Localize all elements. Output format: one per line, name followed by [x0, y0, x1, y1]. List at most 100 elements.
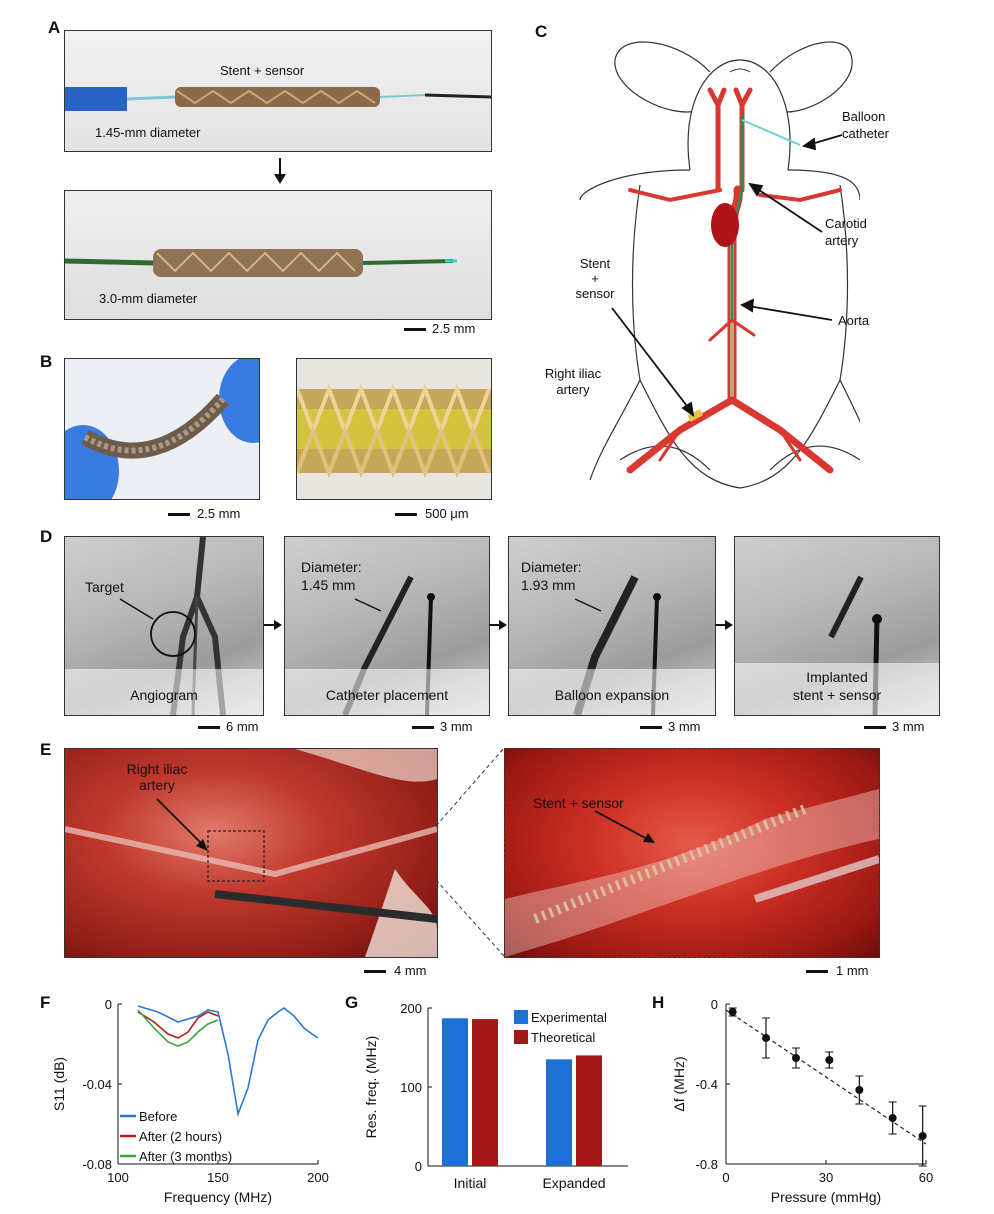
balloon-diameter-value: 1.93 mm	[521, 577, 576, 593]
g-category-label: Expanded	[542, 1175, 605, 1191]
surgery-zoom-photo: Stent + sensor	[504, 748, 880, 958]
g-y-tick-label: 0	[415, 1159, 422, 1174]
panel-label-a: A	[48, 18, 61, 37]
catheter-placement-frame: Diameter: 1.45 mm Catheter placement	[284, 536, 490, 716]
arrow-right-icon-3	[715, 620, 733, 630]
surgery-zoom-illustration	[505, 789, 879, 957]
annotation-arrows	[611, 134, 843, 417]
stent-macro-illustration	[297, 383, 491, 479]
h-x-tick-label: 30	[819, 1170, 833, 1185]
iliac-label-line1: Right iliac	[544, 366, 602, 381]
balloon-label-line2: catheter	[842, 126, 889, 141]
collapsed-diameter-caption: 1.45-mm diameter	[95, 125, 201, 140]
panel-label-e: E	[40, 740, 52, 759]
f-series-line	[137, 1009, 219, 1047]
scale-label-a: 2.5 mm	[432, 321, 476, 336]
scale-bar-e-right	[806, 970, 828, 973]
h-y-axis-label: Δf (MHz)	[671, 1056, 687, 1111]
h-data-point	[792, 1054, 800, 1062]
f-legend-label: Before	[139, 1109, 177, 1124]
arrow-right-icon-1	[264, 620, 282, 630]
stent-photo-expanded: 3.0-mm diameter	[64, 190, 492, 320]
f-y-axis-label: S11 (dB)	[51, 1057, 67, 1111]
h-y-tick-label: -0.8	[696, 1157, 718, 1172]
f-x-tick-label: 100	[107, 1170, 129, 1185]
iliac-e-line2: artery	[139, 777, 175, 793]
scale-label-e-right: 1 mm	[836, 963, 869, 978]
carotid-label: Carotid artery	[825, 215, 867, 249]
f-x-tick-label: 150	[207, 1170, 229, 1185]
h-data-point	[728, 1008, 737, 1016]
balloon-diameter-label: Diameter:	[521, 559, 582, 575]
catheter-diameter-label: Diameter:	[301, 559, 362, 575]
angiogram-frame: Target Angiogram	[64, 536, 264, 716]
g-legend-swatch	[514, 1010, 528, 1024]
panel-label-h: H	[652, 993, 665, 1012]
panel-label-b: B	[40, 352, 53, 371]
target-circle	[150, 611, 196, 657]
expanded-diameter-caption: 3.0-mm diameter	[99, 291, 198, 306]
balloon-expansion-frame: Diameter: 1.93 mm Balloon expansion	[508, 536, 716, 716]
scale-label-d2: 3 mm	[440, 719, 473, 734]
scale-label-d3: 3 mm	[668, 719, 701, 734]
angiogram-caption: Angiogram	[130, 687, 198, 703]
surgery-illustration	[65, 749, 437, 957]
stent-collapsed-illustration	[65, 87, 491, 111]
scale-bar-b-right	[395, 513, 417, 516]
f-series-line	[137, 1005, 319, 1118]
stent-sensor-label-c: Stent + sensor	[565, 256, 625, 301]
stent-photo-collapsed: Stent + sensor 1.45-mm diameter	[64, 30, 492, 152]
f-x-axis-label: Frequency (MHz)	[164, 1189, 272, 1205]
implanted-caption-strip	[735, 663, 939, 715]
g-bar	[472, 1019, 498, 1166]
h-x-tick-label: 60	[919, 1170, 933, 1185]
scale-label-d1: 6 mm	[226, 719, 259, 734]
surgery-photo: Right iliac artery	[64, 748, 438, 958]
h-y-tick-label: -0.4	[696, 1077, 718, 1092]
balloon-label-line1: Balloon	[842, 109, 886, 124]
rat-schematic	[579, 41, 860, 489]
aorta-label: Aorta	[838, 313, 870, 328]
implanted-caption-line2: stent + sensor	[792, 687, 882, 703]
stent-bend-photo	[64, 358, 260, 500]
arrow-right-icon-2	[489, 620, 507, 630]
implanted-frame: Implanted stent + sensor	[734, 536, 940, 716]
scale-bar-d3	[640, 726, 662, 729]
h-data-point	[825, 1056, 834, 1064]
panel-label-d: D	[40, 527, 53, 546]
h-data-point	[888, 1114, 897, 1122]
h-data-point	[918, 1132, 927, 1140]
f-y-tick-label: -0.04	[82, 1077, 112, 1092]
angiogram-caption-strip	[65, 669, 263, 715]
heart	[711, 203, 739, 247]
stent-expanded-illustration	[65, 249, 457, 277]
g-bar	[442, 1018, 468, 1166]
balloon-caption: Balloon expansion	[554, 687, 670, 703]
h-data-point	[762, 1034, 770, 1042]
g-y-tick-label: 100	[400, 1080, 422, 1095]
stent-marker	[687, 409, 704, 422]
stent-label-line2: +	[591, 271, 599, 286]
scale-label-d4: 3 mm	[892, 719, 925, 734]
f-legend-label: After (2 hours)	[139, 1129, 222, 1144]
iliac-label-line2: artery	[556, 382, 590, 397]
g-legend-label: Experimental	[531, 1010, 607, 1025]
stent-sensor-label-e: Stent + sensor	[533, 795, 624, 811]
scale-bar-b-left	[168, 513, 190, 516]
iliac-e-line1: Right iliac	[126, 761, 188, 777]
bent-stent-illustration	[65, 359, 259, 499]
h-x-axis-label: Pressure (mmHg)	[771, 1189, 881, 1205]
scale-bar-e-left	[364, 970, 386, 973]
f-series-line	[137, 1011, 219, 1039]
head	[687, 59, 791, 171]
h-data-point	[855, 1086, 864, 1094]
iliac-label-c: Right iliac artery	[533, 366, 613, 398]
scale-bar-d1	[198, 726, 220, 729]
f-x-tick-label: 200	[307, 1170, 329, 1185]
artery-tree	[626, 87, 842, 474]
f-legend-label: After (3 months)	[139, 1149, 232, 1164]
scale-label-b-right: 500 μm	[425, 506, 469, 521]
catheter-caption-strip	[285, 669, 489, 715]
catheter-diameter-value: 1.45 mm	[301, 577, 356, 593]
